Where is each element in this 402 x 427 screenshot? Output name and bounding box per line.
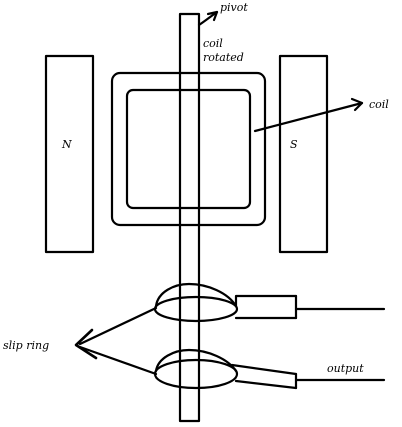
north-magnet-body: [44, 54, 95, 254]
coil-outer-loop: [110, 71, 267, 227]
slip-ring-label: slip ring: [3, 339, 49, 352]
pivot-label: pivot: [220, 1, 248, 14]
coil-arrow: [253, 97, 364, 133]
south-pole-label: S: [290, 138, 298, 151]
shaft: [178, 12, 201, 423]
north-pole-label: N: [61, 138, 72, 151]
slip-ring-upper: [153, 282, 386, 323]
coil-label: coil: [369, 98, 389, 111]
coil: [110, 71, 267, 227]
south-magnet: S: [278, 54, 329, 254]
north-magnet: N: [44, 54, 95, 254]
slip-ring-arrows: [74, 306, 158, 376]
coil-rotated-label-line1: coil: [203, 37, 223, 50]
coil-inner-loop: [125, 88, 252, 210]
pivot-arrow: [197, 10, 219, 27]
output-label: output: [327, 362, 364, 375]
coil-rotated-label-line2: rotated: [203, 51, 244, 64]
south-magnet-body: [278, 54, 329, 254]
